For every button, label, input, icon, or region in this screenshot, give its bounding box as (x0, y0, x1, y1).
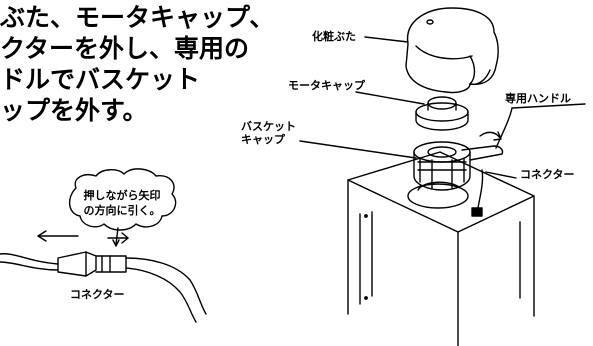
motor-cap-drawing (415, 96, 469, 131)
label-basket-cap-line1: バスケット (241, 120, 296, 133)
instruction-line-4: ップを外す。 (0, 96, 148, 125)
instruction-line-2: クターを外し、専用の (0, 34, 250, 63)
left-connector-drawing (0, 230, 207, 323)
basket-cap-drawing (413, 141, 471, 191)
label-connector-left: コネクター (70, 288, 125, 301)
instruction-line-1: ぶた、モータキャップ、 (0, 3, 275, 32)
unit-connector-leader (485, 171, 517, 179)
cabinet-drawing (347, 151, 535, 346)
cosmetic-cover-leader (364, 36, 409, 43)
cosmetic-cover-drawing (405, 7, 499, 94)
basket-cap-leader (299, 140, 417, 159)
callout-bubble (69, 168, 177, 247)
motor-cap-leader (355, 91, 425, 105)
callout-line-2: の方向に引く。 (83, 204, 161, 217)
label-connector-right: コネクター (520, 168, 575, 181)
dedicated-handle-drawing (461, 107, 513, 161)
instruction-line-3: ドルでバスケット (0, 65, 201, 94)
callout-line-1: 押しながら矢印 (83, 189, 161, 202)
label-basket-cap-line2: キャップ (241, 133, 285, 146)
label-cosmetic-cover: 化粧ぶた (312, 30, 356, 43)
label-dedicated-handle: 専用ハンドル (505, 92, 571, 105)
callout-text: 押しながら矢印 の方向に引く。 (74, 188, 170, 218)
label-motor-cap: モータキャップ (288, 79, 365, 92)
instruction-text: ぶた、モータキャップ、 クターを外し、専用の ドルでバスケット ップを外す。 (0, 2, 274, 126)
unit-connector-drawing (471, 169, 484, 217)
handle-leader (511, 103, 586, 109)
